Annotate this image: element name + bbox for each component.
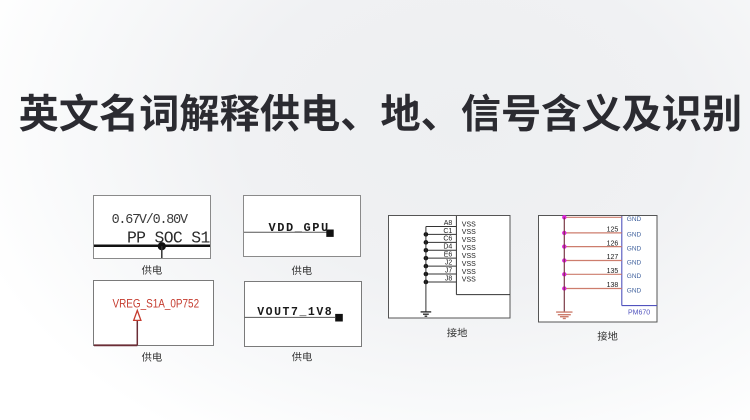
svg-text:VSS: VSS (462, 221, 476, 228)
svg-text:138: 138 (607, 282, 619, 289)
svg-text:PP SOC S1: PP SOC S1 (127, 229, 210, 248)
svg-text:VSS: VSS (462, 237, 476, 244)
svg-text:J2: J2 (445, 260, 453, 267)
svg-text:PM670: PM670 (628, 310, 650, 317)
svg-text:J7: J7 (445, 267, 453, 274)
svg-text:VSS: VSS (462, 245, 476, 252)
svg-text:VSS: VSS (462, 261, 476, 268)
svg-text:GND: GND (627, 273, 642, 280)
svg-text:VSS: VSS (462, 277, 476, 284)
svg-text:D4: D4 (443, 244, 452, 251)
svg-text:126: 126 (607, 240, 619, 247)
svg-text:GND: GND (627, 287, 642, 294)
svg-text:135: 135 (607, 268, 619, 275)
svg-text:VSS: VSS (462, 269, 476, 276)
svg-text:VSS: VSS (462, 253, 476, 260)
svg-text:VREG_S1A_0P752: VREG_S1A_0P752 (113, 298, 200, 311)
svg-text:127: 127 (607, 254, 619, 261)
svg-text:VDD_GPU: VDD_GPU (269, 221, 330, 235)
svg-text:GND: GND (627, 259, 642, 266)
svg-text:GND: GND (627, 216, 642, 223)
svg-text:GND: GND (627, 245, 642, 252)
svg-text:VSS: VSS (462, 229, 476, 236)
svg-text:J8: J8 (445, 275, 453, 282)
svg-text:GND: GND (627, 232, 642, 239)
svg-text:VOUT7_1V8: VOUT7_1V8 (257, 306, 333, 319)
svg-text:125: 125 (607, 227, 619, 234)
svg-text:A8: A8 (444, 220, 453, 227)
svg-text:E6: E6 (444, 252, 453, 259)
svg-text:0.67V/0.80V: 0.67V/0.80V (112, 213, 188, 228)
svg-text:C1: C1 (443, 228, 452, 235)
svg-text:C6: C6 (443, 236, 452, 243)
